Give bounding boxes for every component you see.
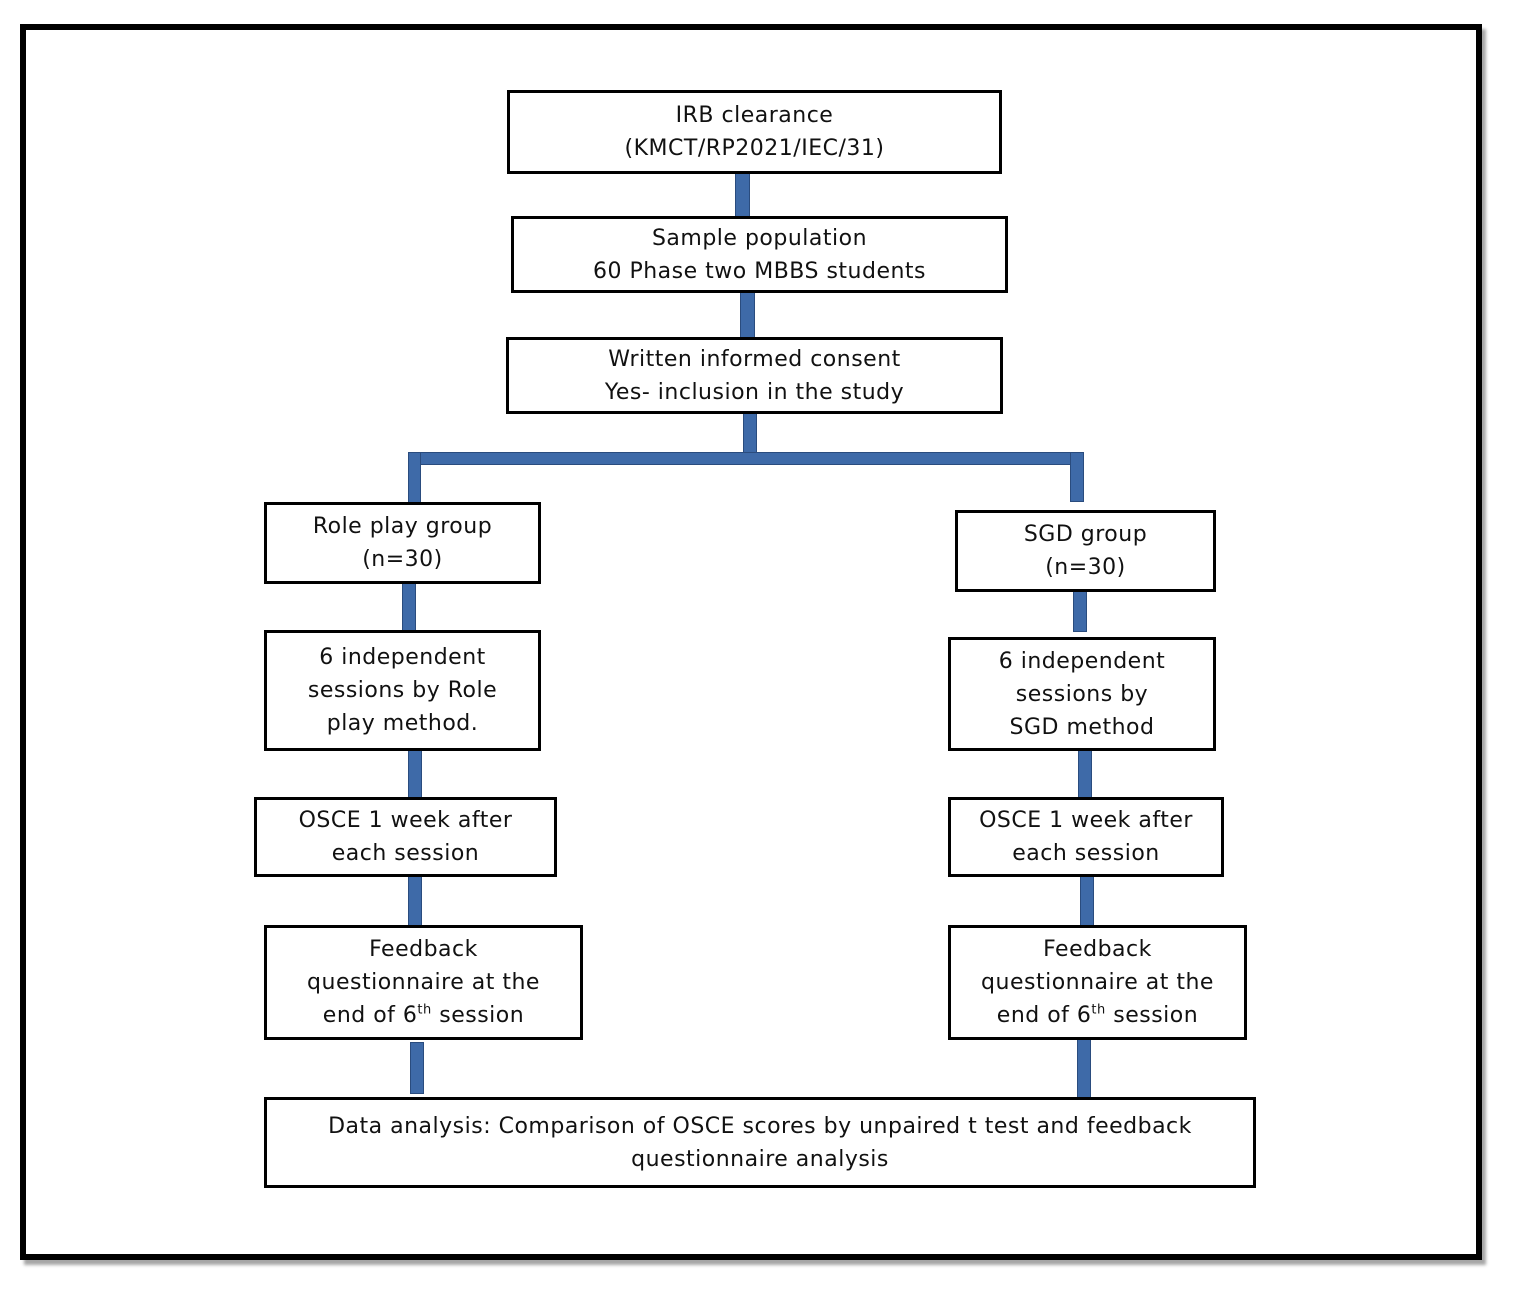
sgd-feedback-superscript: th	[1091, 1002, 1106, 1018]
role-play-feedback-line1: Feedback	[369, 937, 478, 962]
sgd-feedback-session: session	[1105, 1003, 1199, 1028]
sgd-osce-line2: each session	[1012, 841, 1160, 866]
data-analysis-line1: Data analysis: Comparison of OSCE scores…	[328, 1113, 1192, 1139]
sample-title: Sample population	[651, 225, 868, 251]
sample-detail: 60 Phase two MBBS students	[592, 258, 927, 284]
connector-left-sessions-osce	[408, 749, 422, 801]
connector-right-osce-feedback	[1080, 874, 1094, 928]
sample-population-box: Sample population 60 Phase two MBBS stud…	[511, 216, 1008, 293]
role-play-osce-line1: OSCE 1 week after	[298, 808, 513, 833]
role-play-osce-line2: each session	[331, 841, 480, 866]
role-play-feedback-session: session	[431, 1003, 525, 1028]
sgd-feedback-box: Feedback questionnaire at the end of 6th…	[948, 925, 1247, 1040]
consent-title: Written informed consent	[608, 346, 901, 372]
diagram-frame	[20, 24, 1482, 1260]
role-play-group-box: Role play group (n=30)	[264, 502, 541, 584]
sgd-osce-line1: OSCE 1 week after	[979, 808, 1193, 833]
role-play-sessions-box: 6 independent sessions by Role play meth…	[264, 630, 541, 751]
role-play-group-count: (n=30)	[362, 547, 443, 572]
connector-split-left	[408, 452, 421, 504]
role-play-feedback-box: Feedback questionnaire at the end of 6th…	[264, 925, 583, 1040]
sgd-feedback-line2: questionnaire at the	[981, 970, 1214, 995]
irb-reference: (KMCT/RP2021/IEC/31)	[624, 136, 885, 161]
role-play-osce-box: OSCE 1 week after each session	[254, 797, 557, 877]
sgd-feedback-line3: end of 6th session	[997, 999, 1198, 1032]
data-analysis-line2: questionnaire analysis	[631, 1146, 889, 1172]
sgd-sessions-line3: SGD method	[1009, 714, 1155, 740]
sgd-group-count: (n=30)	[1045, 555, 1126, 580]
connector-sample-consent	[740, 290, 755, 340]
sgd-sessions-box: 6 independent sessions by SGD method	[948, 637, 1216, 751]
sgd-feedback-end-of: end of 6	[996, 1003, 1092, 1028]
role-play-feedback-end-of: end of 6	[322, 1003, 418, 1028]
consent-detail: Yes- inclusion in the study	[604, 379, 905, 405]
sgd-sessions-line2: sessions by	[1015, 681, 1149, 707]
role-play-sessions-line3: play method.	[326, 711, 479, 736]
connector-split-horizontal	[408, 452, 1084, 465]
connector-right-sessions-osce	[1078, 749, 1092, 801]
sgd-group-label: SGD group	[1023, 522, 1148, 547]
role-play-sessions-line1: 6 independent	[319, 645, 486, 670]
irb-clearance-box: IRB clearance (KMCT/RP2021/IEC/31)	[507, 90, 1002, 174]
role-play-feedback-line3: end of 6th session	[323, 999, 524, 1032]
connector-right-feedback-analysis	[1077, 1038, 1091, 1100]
sgd-sessions-line1: 6 independent	[998, 648, 1166, 674]
sgd-group-box: SGD group (n=30)	[955, 510, 1216, 592]
connector-left-group-sessions	[402, 582, 416, 634]
connector-irb-sample	[735, 172, 750, 218]
connector-left-feedback-analysis	[410, 1042, 424, 1094]
cropped-caption	[0, 1268, 1525, 1288]
consent-box: Written informed consent Yes- inclusion …	[506, 337, 1003, 414]
role-play-sessions-line2: sessions by Role	[307, 678, 498, 703]
irb-title: IRB clearance	[675, 103, 834, 128]
data-analysis-box: Data analysis: Comparison of OSCE scores…	[264, 1097, 1256, 1188]
role-play-feedback-line2: questionnaire at the	[307, 970, 540, 995]
sgd-osce-box: OSCE 1 week after each session	[948, 797, 1224, 877]
role-play-feedback-superscript: th	[417, 1002, 432, 1018]
connector-split-right	[1070, 452, 1084, 502]
connector-left-osce-feedback	[408, 874, 422, 928]
sgd-feedback-line1: Feedback	[1043, 937, 1152, 962]
role-play-group-label: Role play group	[312, 514, 493, 539]
